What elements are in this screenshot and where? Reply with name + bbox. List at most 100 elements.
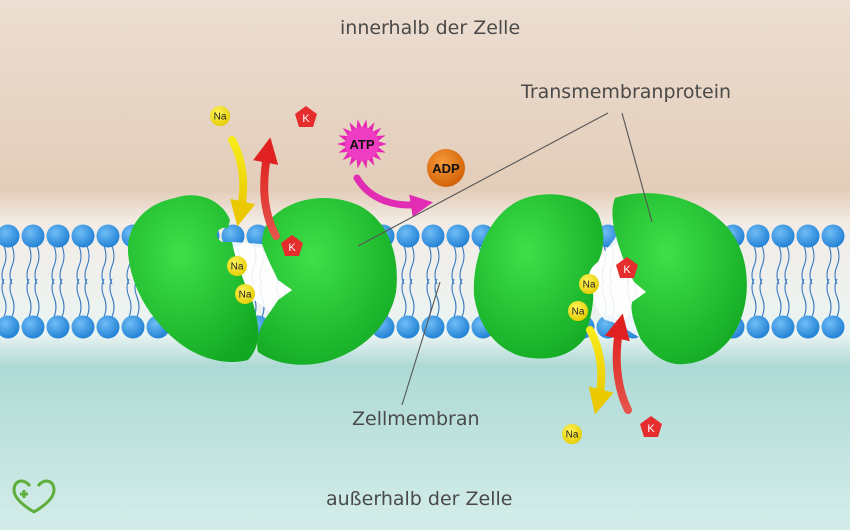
cell-membrane-label: Zellmembran xyxy=(352,408,480,430)
lipid-tail xyxy=(101,278,107,318)
svg-text:Na: Na xyxy=(566,430,579,441)
svg-text:Na: Na xyxy=(583,280,596,291)
lipid-tail xyxy=(34,278,40,318)
lipid-tail xyxy=(451,245,457,285)
svg-text:ADP: ADP xyxy=(432,161,460,176)
lipid-tail xyxy=(801,278,807,318)
svg-text:K: K xyxy=(288,242,296,254)
potassium-ion: K xyxy=(640,416,662,437)
lipid-tail xyxy=(409,245,415,285)
lipid-tail xyxy=(9,278,15,318)
lipid-tail xyxy=(751,278,757,318)
lipid-head xyxy=(446,224,470,248)
lipid-head xyxy=(821,224,845,248)
lipid-tail xyxy=(809,278,815,318)
lipid-tail xyxy=(109,278,115,318)
lipid-head xyxy=(821,315,845,339)
lipid-tail xyxy=(84,245,90,285)
lipid-tail xyxy=(26,278,32,318)
lipid-head xyxy=(771,315,795,339)
lipid-head xyxy=(121,315,145,339)
svg-text:ATP: ATP xyxy=(349,137,374,152)
lipid-head xyxy=(96,315,120,339)
svg-text:Na: Na xyxy=(239,290,252,301)
svg-text:K: K xyxy=(647,423,655,435)
sodium-ion: Na xyxy=(568,301,588,321)
lipid-tail xyxy=(434,278,440,318)
lipid-tail xyxy=(459,278,465,318)
lipid-tail xyxy=(826,278,832,318)
lipid-tail xyxy=(409,278,415,318)
lipid-tail xyxy=(59,245,65,285)
sodium-ion: Na xyxy=(235,284,255,304)
lipid-head xyxy=(71,315,95,339)
protein-leader-line-left xyxy=(357,112,609,247)
lipid-tail xyxy=(759,278,765,318)
lipid-head xyxy=(796,224,820,248)
lipid-tail xyxy=(434,245,440,285)
atp-molecule: ATP xyxy=(337,119,387,169)
lipid-tail xyxy=(826,245,832,285)
lipid-tail xyxy=(34,245,40,285)
left-protein-lobe-a xyxy=(127,195,259,362)
lipid-tail xyxy=(751,245,757,285)
outside-cell-label: außerhalb der Zelle xyxy=(326,488,513,510)
lipid-head xyxy=(46,315,70,339)
svg-text:K: K xyxy=(623,264,631,276)
potassium-ion: K xyxy=(616,257,638,278)
lipid-tail xyxy=(776,245,782,285)
lipid-head xyxy=(221,224,245,248)
atp-hydrolysis-arrow xyxy=(353,174,434,217)
lipid-head xyxy=(796,315,820,339)
lipid-tail xyxy=(51,245,57,285)
sodium-ion: Na xyxy=(562,424,582,444)
lipid-tail xyxy=(1,278,7,318)
lipid-tail xyxy=(101,245,107,285)
lipid-head xyxy=(21,224,45,248)
lipid-head xyxy=(0,315,20,339)
sodium-ion: Na xyxy=(579,274,599,294)
lipid-tail xyxy=(801,245,807,285)
lipid-tail xyxy=(776,278,782,318)
lipid-head xyxy=(71,224,95,248)
lipid-head xyxy=(46,224,70,248)
potassium-ion: K xyxy=(281,235,303,256)
lipid-tail xyxy=(59,278,65,318)
lipid-tail xyxy=(426,245,432,285)
lipid-tail xyxy=(126,278,132,318)
heart-cross-logo-icon xyxy=(12,479,56,514)
lipid-tail xyxy=(9,245,15,285)
svg-text:Na: Na xyxy=(214,112,227,123)
svg-text:Na: Na xyxy=(231,262,244,273)
lipid-tail xyxy=(459,245,465,285)
sodium-out-arrow xyxy=(586,326,614,415)
lipid-head xyxy=(421,315,445,339)
inside-cell-label: innerhalb der Zelle xyxy=(340,17,521,39)
protein-leader-line-right xyxy=(621,112,653,223)
lipid-tail xyxy=(834,245,840,285)
left-protein-gap xyxy=(232,242,292,312)
lipid-tail xyxy=(109,245,115,285)
lipid-tail xyxy=(26,245,32,285)
lipid-head xyxy=(21,315,45,339)
lipid-tail xyxy=(401,278,407,318)
lipid-tail xyxy=(759,245,765,285)
lipid-head xyxy=(96,224,120,248)
adp-molecule: ADP xyxy=(427,149,465,187)
lipid-tail xyxy=(76,245,82,285)
lipid-head xyxy=(771,224,795,248)
transmembrane-protein-label: Transmembranprotein xyxy=(521,81,732,103)
lipid-head xyxy=(746,315,770,339)
lipid-head xyxy=(396,224,420,248)
lipid-tail xyxy=(401,245,407,285)
potassium-out-arrow xyxy=(604,313,632,414)
lipid-tail xyxy=(784,278,790,318)
potassium-ion: K xyxy=(295,106,317,127)
lipid-tail xyxy=(84,278,90,318)
membrane-leader-line xyxy=(401,281,441,406)
lipid-head xyxy=(396,315,420,339)
lipid-tail xyxy=(834,278,840,318)
lipid-head xyxy=(0,224,20,248)
